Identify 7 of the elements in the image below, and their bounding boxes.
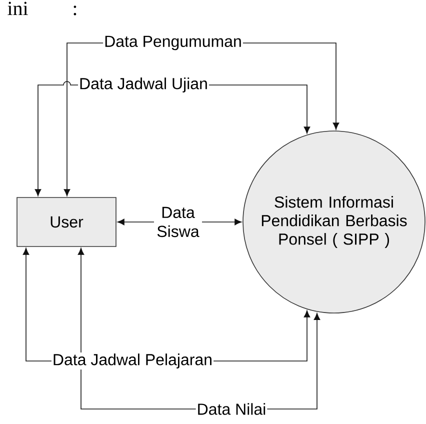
edge-label: Data Jadwal Ujian	[78, 76, 209, 94]
text-fragment: ini	[8, 2, 28, 15]
text-fragment: :	[74, 6, 76, 16]
edge-label: Data Nilai	[196, 402, 268, 416]
entity-box: User	[16, 197, 116, 247]
edge-label: Data Siswa	[154, 206, 202, 238]
edge-label: Data Jadwal Pelajaran	[51, 352, 214, 370]
